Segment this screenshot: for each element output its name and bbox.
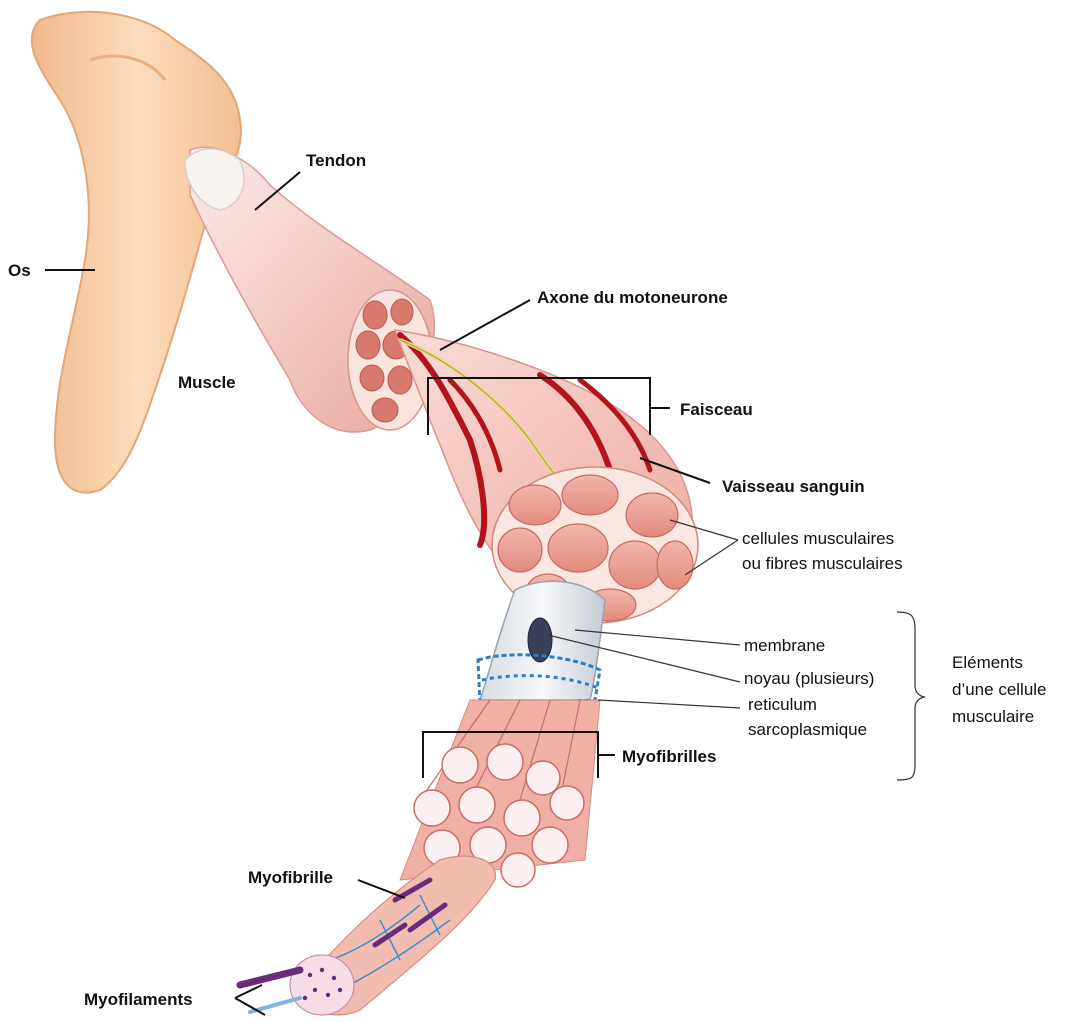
leader-reticulum xyxy=(598,700,740,708)
label-cellules-line1: cellules musculaires xyxy=(742,529,894,548)
label-reticulum-line2: sarcoplasmique xyxy=(748,720,867,739)
fascicle-illustration xyxy=(395,330,698,623)
label-cellules-line2: ou fibres musculaires xyxy=(742,554,903,573)
brace-elements xyxy=(897,612,925,780)
label-noyau: noyau (plusieurs) xyxy=(744,669,874,688)
label-elements-line3: musculaire xyxy=(952,707,1034,726)
muscle-fiber-illustration xyxy=(478,581,605,705)
label-axone: Axone du motoneurone xyxy=(537,288,728,307)
label-os: Os xyxy=(8,261,31,280)
label-membrane: membrane xyxy=(744,636,825,655)
bone-illustration xyxy=(32,12,241,493)
label-tendon: Tendon xyxy=(306,151,366,170)
label-myofibrille: Myofibrille xyxy=(248,868,333,887)
label-elements-line2: d’une cellule xyxy=(952,680,1047,699)
label-vaisseau: Vaisseau sanguin xyxy=(722,477,865,496)
label-reticulum-line1: reticulum xyxy=(748,695,817,714)
label-elements-line1: Eléments xyxy=(952,653,1023,672)
label-muscle: Muscle xyxy=(178,373,236,392)
myofibrils-illustration xyxy=(400,700,600,887)
leader-axone xyxy=(440,300,530,350)
label-myofilaments: Myofilaments xyxy=(84,990,193,1009)
label-faisceau: Faisceau xyxy=(680,400,753,419)
label-myofibrilles: Myofibrilles xyxy=(622,747,716,766)
leader-myofibrille xyxy=(358,880,405,898)
